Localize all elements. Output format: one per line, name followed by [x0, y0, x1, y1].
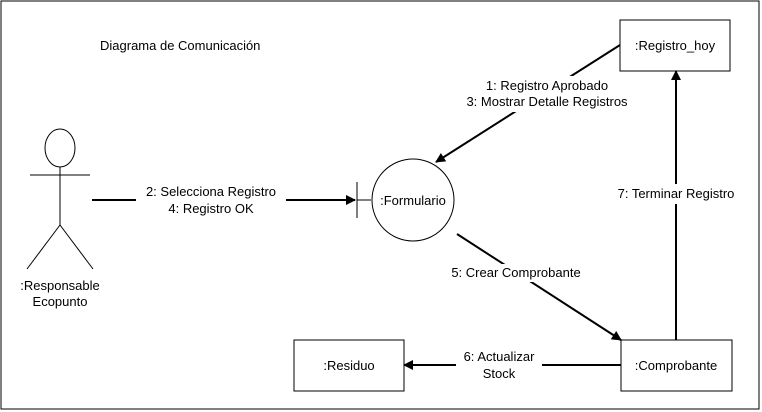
object-comprobante-label: :Comprobante [635, 358, 717, 373]
arrow-formulario-to-comprobante [456, 233, 622, 341]
object-residuo-label: :Residuo [323, 358, 374, 373]
msg-terminar-line1: 7: Terminar Registro [618, 186, 735, 201]
boundary-formulario [356, 158, 455, 242]
actor-left-leg [26, 224, 61, 270]
msg-registro-line2: 3: Mostrar Detalle Registros [466, 94, 628, 109]
msg-actor-bg [136, 182, 286, 218]
diagram-title: Diagrama de Comunicación [100, 38, 260, 53]
object-registro-hoy-label: :Registro_hoy [635, 38, 716, 53]
actor-label-line2: Ecopunto [33, 294, 88, 309]
actor-right-leg [59, 224, 94, 270]
msg-comprobante-bg [443, 264, 589, 282]
actor-head [44, 128, 76, 168]
msg-actor-line1: 2: Selecciona Registro [146, 184, 276, 199]
actor-responsable [26, 128, 94, 270]
msg-residuo-line1: 6: Actualizar [464, 349, 535, 364]
boundary-circle [371, 158, 455, 242]
msg-terminar-bg [609, 184, 743, 204]
msg-comprobante-line1: 5: Crear Comprobante [451, 265, 580, 280]
object-residuo-box [293, 339, 405, 392]
msg-registro-bg [458, 76, 636, 112]
msg-residuo-bg [456, 347, 542, 383]
msg-residuo-line2: Stock [483, 366, 516, 381]
msg-registro-line1: 1: Registro Aprobado [486, 78, 608, 93]
boundary-label: :Formulario [380, 193, 446, 208]
msg-actor-line2: 4: Registro OK [168, 201, 254, 216]
object-registro-hoy-box [619, 19, 731, 72]
actor-label-line1: :Responsable [20, 278, 100, 293]
